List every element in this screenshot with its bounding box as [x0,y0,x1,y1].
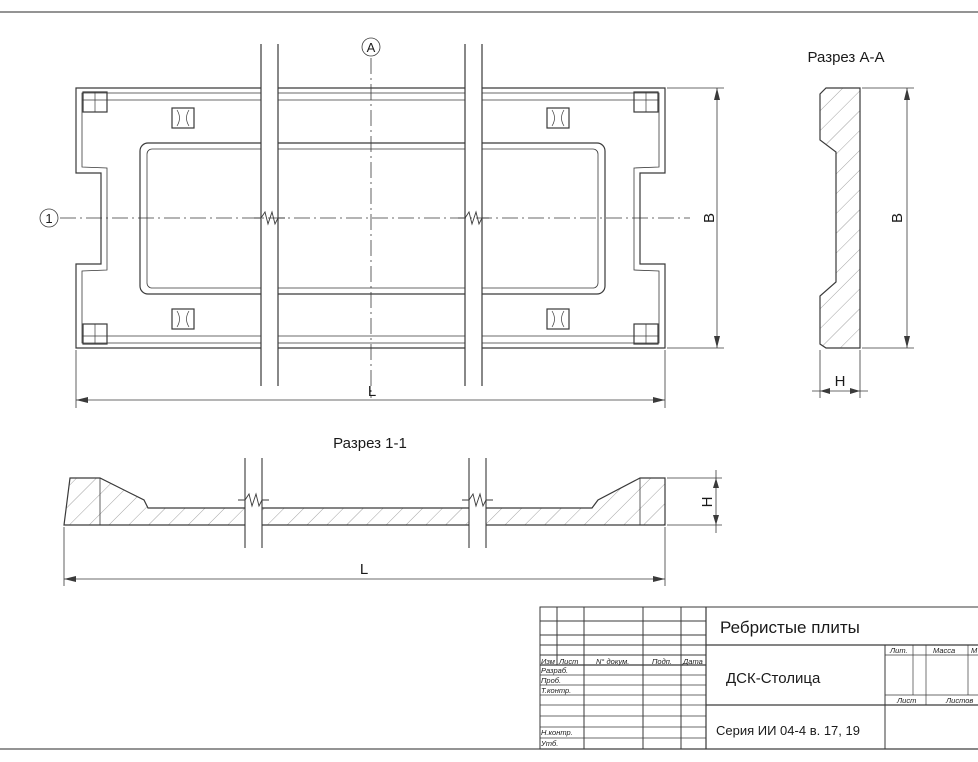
organization-name: ДСК-Столица [726,670,821,687]
dim-label-aa-h: H [835,373,846,390]
plate-outline [75,87,666,349]
lit-label: Лит. [889,646,908,655]
section-11-title: Разрез 1-1 [333,435,407,452]
section-aa-profile [819,87,861,349]
title-block: Изм Лист N° докум. Подп. Дата Разраб. Пр… [539,606,978,750]
col-header-sign: Подп. [652,657,672,666]
dim-label-11-h: H [699,497,716,508]
sheet-label: Лист [896,696,916,705]
break-strip-right [465,44,482,386]
axis-1-label: 1 [45,211,52,226]
col-header-list: Лист [558,657,578,666]
row-label-tkontr: Т.контр. [541,686,571,695]
plate-recess [139,142,606,295]
product-name: Ребристые плиты [720,618,860,637]
row-label-razrab: Разраб. [541,666,568,675]
dim-label-b: B [701,213,718,223]
lifting-loops [171,107,570,330]
row-label-nkontr: Н.контр. [541,728,573,737]
col-header-doc: N° докум. [596,657,629,666]
scale-label: М [971,646,978,655]
plan-dimensions [75,87,724,408]
section-aa-view [812,87,914,398]
dim-label-l: L [368,383,376,400]
col-header-izm: Изм [541,657,555,666]
series-designation: Серия ИИ 04-4 в. 17, 19 [716,723,860,738]
col-header-date: Дата [682,657,703,666]
row-label-prob: Проб. [541,676,561,685]
section-11-view [63,458,722,586]
sheets-label: Листов [945,696,973,705]
dim-label-aa-b: B [889,213,906,223]
plate-inner-ledge [81,92,660,344]
plate-recess-inner [146,148,599,289]
plan-view [75,44,666,386]
plan-axes [39,37,690,398]
row-label-utb: Утб. [540,739,558,748]
break-strip-left [261,44,278,386]
section-11-profile [63,477,666,526]
section-aa-title: Разрез А-А [808,49,885,66]
dim-label-11-l: L [360,561,368,578]
break-zigzag-right [458,210,489,226]
axis-a-circle [361,37,381,57]
axis-a-label: A [367,40,376,55]
axis-1-circle [39,208,59,228]
mass-label: Масса [933,646,955,655]
corner-blocks [82,91,659,345]
